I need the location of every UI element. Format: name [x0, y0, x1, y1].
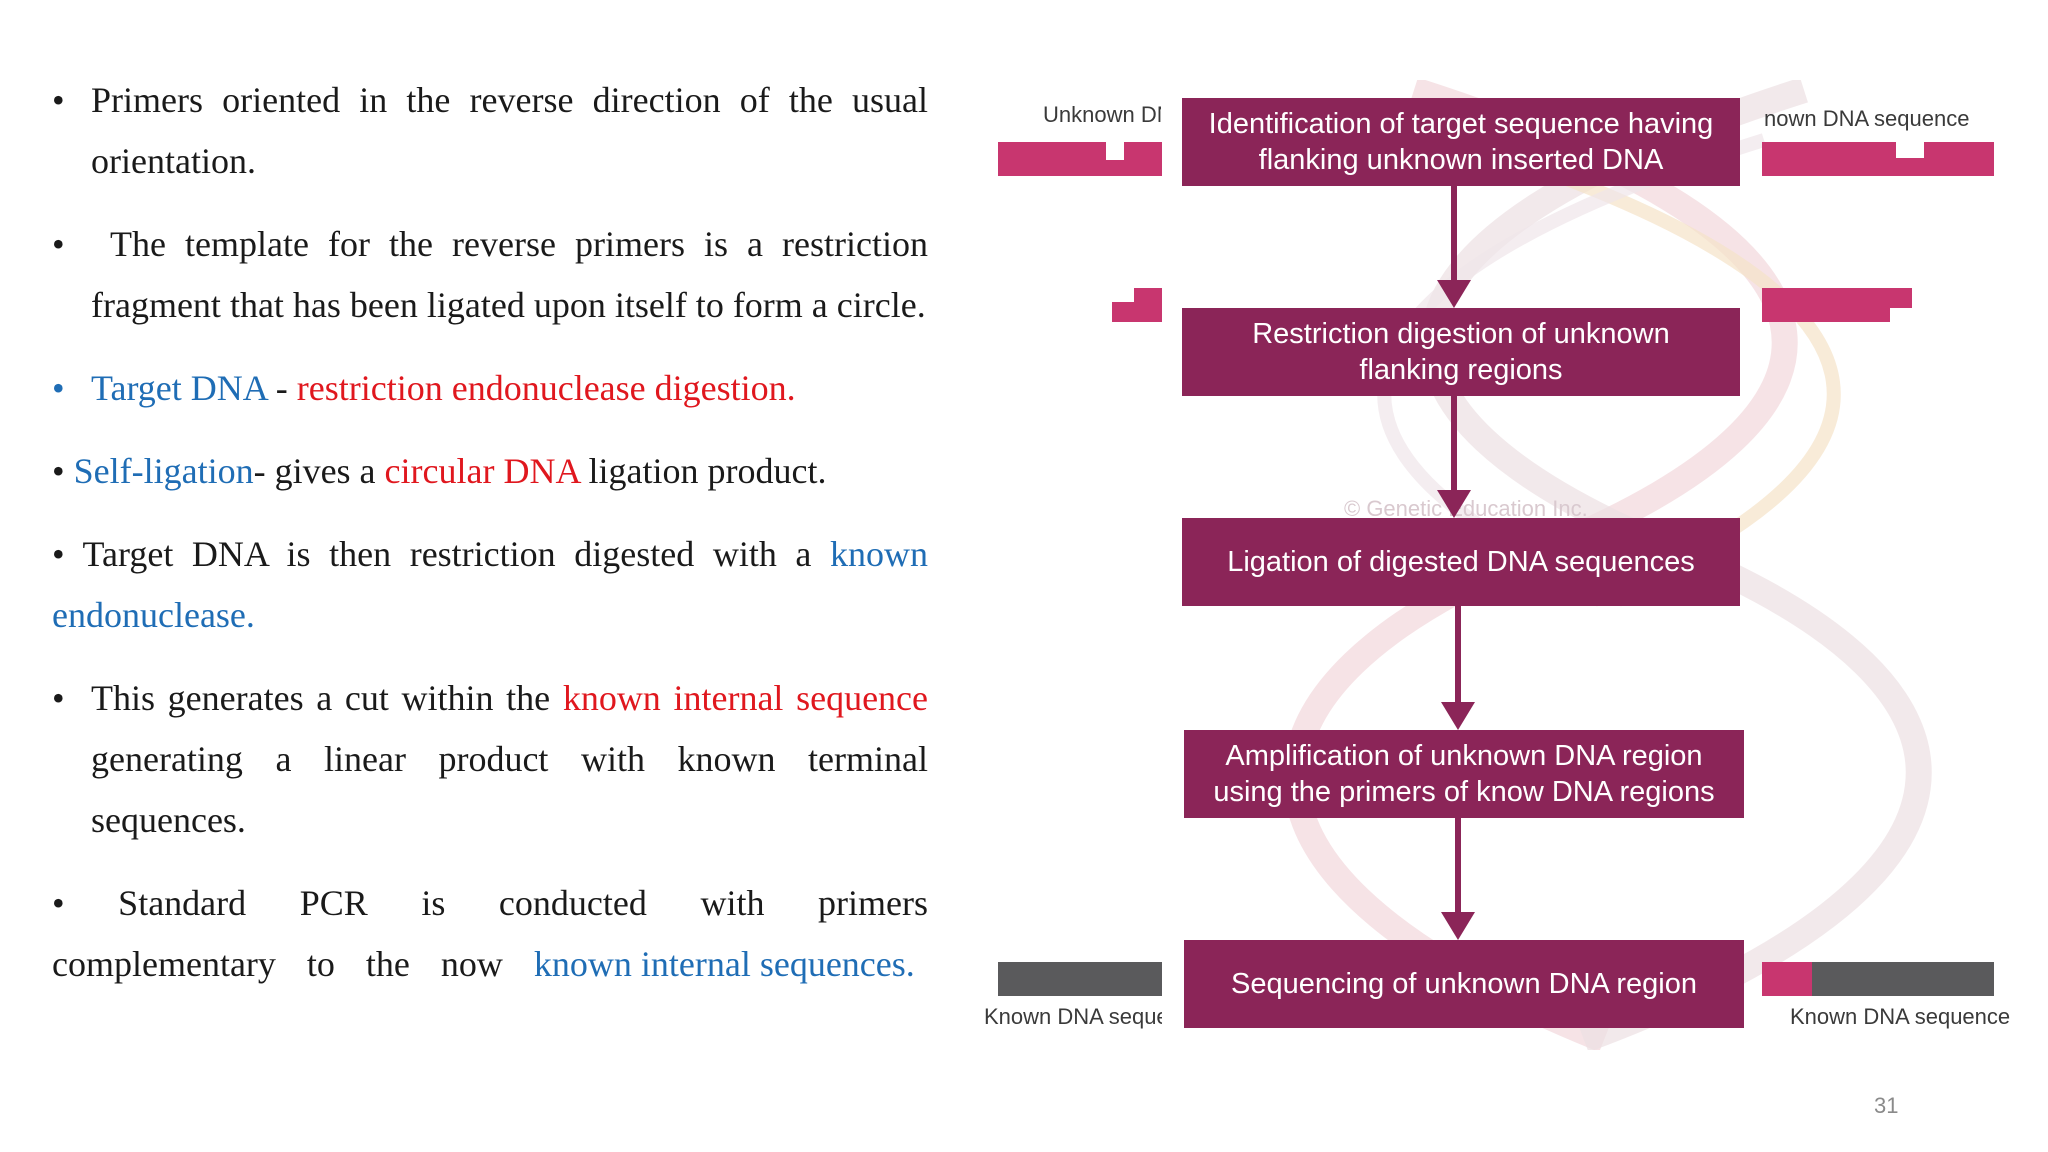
step-4-amplification: Amplification of unknown DNA region using… [1184, 730, 1744, 818]
separator: - [266, 368, 297, 408]
step-line: Ligation of digested DNA sequences [1227, 546, 1695, 578]
bottom-right-known-bar [1812, 962, 1994, 996]
term-restriction-digestion: restriction endonuclease digestion. [296, 368, 796, 408]
label-known-dna-bottom-right: Known DNA sequence [1790, 1004, 2010, 1029]
term-known-endonuclease: known endonuclease. [52, 534, 928, 635]
bullet-pre: This generates a cut within the [91, 678, 563, 718]
bullet-cut-internal: • This generates a cut within the known … [52, 668, 928, 851]
bar-notch [1896, 142, 1924, 158]
bar-notch [1890, 308, 1912, 322]
bullet-primers-reverse: • Primers oriented in the reverse direct… [52, 70, 928, 192]
step-line: flanking unknown inserted DNA [1258, 144, 1664, 176]
label-unknown-dna: Unknown DNA [1043, 102, 1161, 127]
bullet-tail: ligation product. [579, 451, 827, 491]
bullet-text: Primers oriented in the reverse directio… [91, 80, 928, 181]
step-line: Sequencing of unknown DNA region [1231, 968, 1697, 1000]
bullet-post: generating a linear product with known t… [91, 739, 928, 840]
bullet-standard-pcr: • Standard PCR is conducted with primers… [52, 873, 928, 995]
bullet-marker: • [52, 368, 65, 408]
label-known-dna-bottom-left: Known DNA sequence [984, 1004, 1162, 1029]
inverse-pcr-flowchart: © Genetic Education Inc. Unknown DNA now… [984, 80, 2014, 1050]
bullet-lead: • Target DNA is then restriction digeste… [52, 534, 830, 574]
bullet-lead: • Standard PCR is conducted with primers… [52, 883, 928, 984]
bullet-text: The template for the reverse primers is … [91, 224, 938, 325]
bar-notch [1106, 142, 1124, 160]
bullet-target-dna: • Target DNA - restriction endonuclease … [52, 358, 928, 419]
step-line: Amplification of unknown DNA region [1225, 740, 1703, 772]
bar-notch [1112, 288, 1134, 302]
step-line: flanking regions [1359, 354, 1563, 386]
bottom-left-known-bar [998, 962, 1162, 996]
step-2-restriction-digestion: Restriction digestion of unknown flanking… [1182, 308, 1740, 396]
mid-right-fragment-bar [1762, 288, 1912, 322]
step-1-identification: Identification of target sequence having… [1182, 98, 1740, 186]
bullet-marker: • [52, 80, 65, 120]
bullet-template: • The template for the reverse primers i… [52, 214, 928, 336]
step-line: Identification of target sequence having [1208, 108, 1714, 140]
bottom-right-pink-bar [1762, 962, 1812, 996]
bullet-marker: • [52, 678, 65, 718]
label-known-dna-top-right: nown DNA sequence [1764, 106, 1970, 131]
bullet-list: • Primers oriented in the reverse direct… [52, 70, 928, 1017]
bullet-lead: • [52, 451, 74, 491]
term-self-ligation: Self-ligation [73, 451, 254, 491]
term-known-internal-sequences: known internal sequences. [533, 944, 915, 984]
top-right-dna-bar [1762, 142, 1994, 176]
term-target-dna: Target DNA [91, 368, 267, 408]
step-line: Restriction digestion of unknown [1252, 318, 1670, 350]
bullet-marker: • [52, 224, 65, 264]
bullet-mid: - gives a [253, 451, 385, 491]
bullet-known-endonuclease: • Target DNA is then restriction digeste… [52, 524, 928, 646]
step-3-ligation: Ligation of digested DNA sequences [1182, 518, 1740, 606]
top-left-dna-bar [998, 142, 1162, 176]
term-circular-dna: circular DNA [384, 451, 580, 491]
step-5-sequencing: Sequencing of unknown DNA region [1184, 940, 1744, 1028]
bullet-self-ligation: • Self-ligation- gives a circular DNA li… [52, 441, 928, 502]
step-line: using the primers of know DNA regions [1213, 776, 1715, 808]
page-number: 31 [1874, 1093, 1899, 1118]
term-known-internal-sequence: known internal sequence [562, 678, 929, 718]
